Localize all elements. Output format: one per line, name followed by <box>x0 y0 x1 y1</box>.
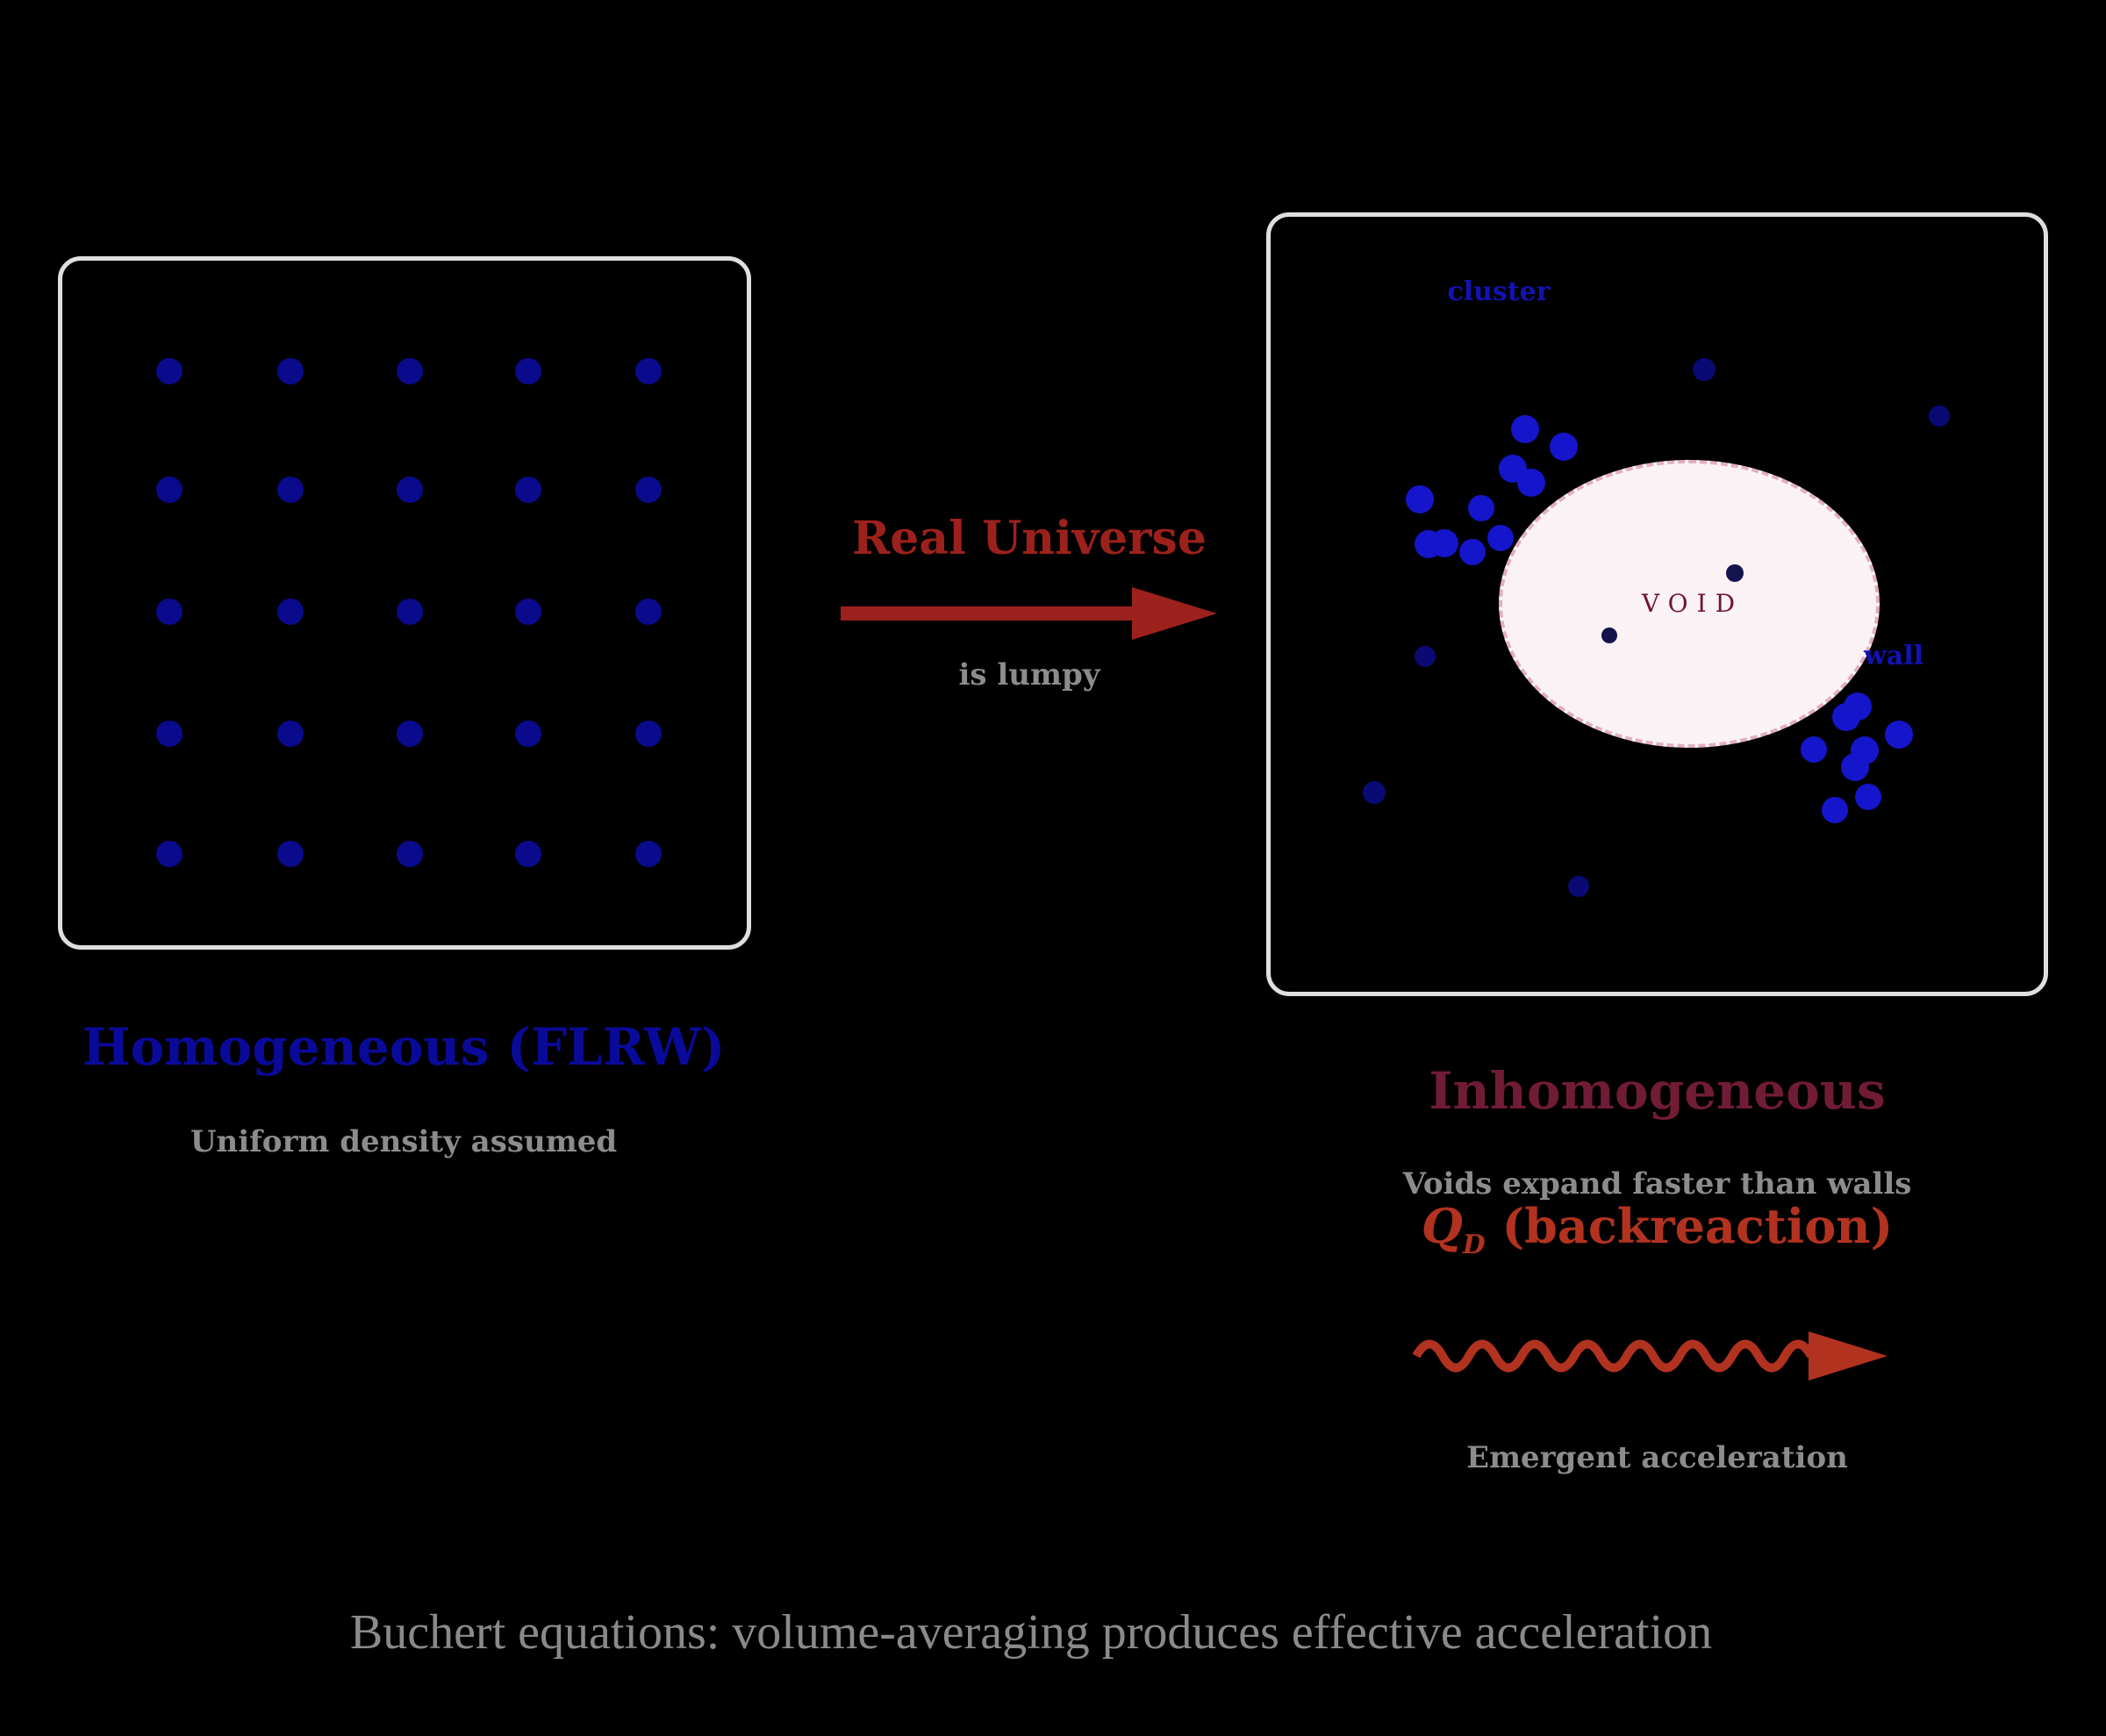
backreaction-word: (backreaction) <box>1501 1198 1894 1254</box>
flrw-dot <box>515 721 541 747</box>
cluster-dot <box>1487 525 1514 551</box>
flrw-dot <box>156 477 183 503</box>
flrw-dot <box>277 599 304 625</box>
cluster-dot <box>1517 469 1545 497</box>
wall-dot <box>1885 721 1913 749</box>
cluster-dot <box>1406 485 1434 513</box>
flrw-dot <box>277 841 304 867</box>
backreaction-term: QD (backreaction) <box>1266 1199 2048 1260</box>
is-lumpy-label: is lumpy <box>958 657 1100 692</box>
void-ellipse <box>1499 460 1880 748</box>
flrw-dot <box>397 358 423 384</box>
void-dot <box>1726 564 1744 582</box>
flrw-subtitle: Uniform density assumed <box>190 1124 618 1159</box>
q-script-symbol: Q <box>1421 1198 1463 1254</box>
q-subscript-d: D <box>1462 1229 1486 1260</box>
flrw-dot <box>277 358 304 384</box>
wall-dot <box>1841 753 1869 781</box>
cluster-dot <box>1468 495 1494 521</box>
flrw-dot <box>156 841 183 867</box>
flrw-dot <box>635 358 662 384</box>
wall-label: wall <box>1863 641 1924 671</box>
flrw-dot <box>515 599 541 625</box>
field-dot <box>1693 358 1716 381</box>
wall-dot <box>1801 736 1827 763</box>
void-label: VOID <box>1641 589 1744 618</box>
field-dot <box>1415 646 1436 667</box>
cluster-label: cluster <box>1447 276 1551 307</box>
flrw-dot <box>156 599 183 625</box>
cluster-dot <box>1550 433 1578 461</box>
inhomogeneous-title: Inhomogeneous <box>1429 1061 1886 1121</box>
real-universe-label: Real Universe <box>852 512 1207 565</box>
flrw-dot <box>397 599 423 625</box>
flrw-dot <box>397 721 423 747</box>
flrw-dot <box>635 599 662 625</box>
wavy-arrow-icon <box>1412 1331 1888 1381</box>
flrw-dot <box>397 841 423 867</box>
void-dot <box>1601 628 1617 643</box>
emergent-acceleration-label: Emergent acceleration <box>1466 1440 1848 1475</box>
inhomogeneous-subtitle: Voids expand faster than walls <box>1402 1166 1912 1202</box>
field-dot <box>1363 781 1386 804</box>
flrw-dot <box>156 358 183 384</box>
flrw-dot <box>515 841 541 867</box>
flrw-dot <box>397 477 423 503</box>
flrw-dot <box>635 721 662 747</box>
flrw-dot <box>515 358 541 384</box>
cluster-dot <box>1459 539 1486 565</box>
flrw-dot <box>515 477 541 503</box>
flrw-dot <box>635 841 662 867</box>
field-dot <box>1929 405 1950 427</box>
wall-dot <box>1822 797 1848 823</box>
cluster-dot <box>1430 529 1458 557</box>
footer-caption: Buchert equations: volume-averaging prod… <box>349 1605 1713 1660</box>
flrw-dot <box>277 721 304 747</box>
flrw-dot <box>277 477 304 503</box>
field-dot <box>1568 876 1589 897</box>
right-arrow-icon <box>841 587 1217 640</box>
flrw-dot <box>156 721 183 747</box>
flrw-dot <box>635 477 662 503</box>
wall-dot <box>1855 784 1881 810</box>
wall-dot <box>1832 703 1860 731</box>
flrw-title: Homogeneous (FLRW) <box>82 1017 726 1077</box>
cluster-dot <box>1511 415 1539 443</box>
